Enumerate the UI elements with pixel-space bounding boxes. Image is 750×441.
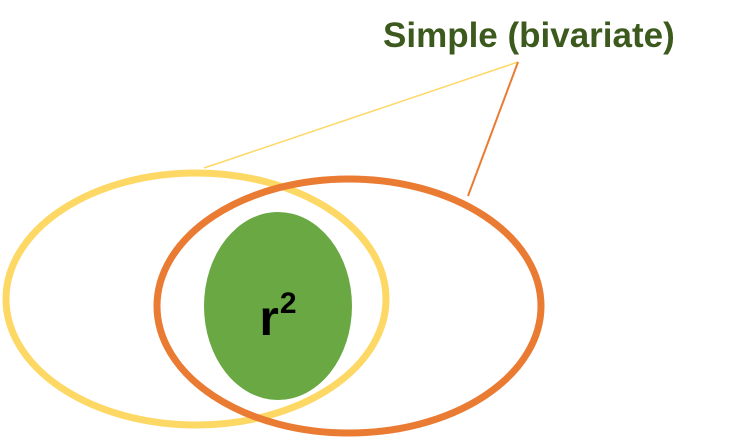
right-leader-line [467, 61, 519, 197]
left-leader-line [203, 61, 519, 169]
diagram-title: Simple (bivariate) [383, 16, 675, 55]
shared-variance-ellipse [204, 212, 352, 400]
r-squared-base: r [259, 290, 279, 346]
left-variable-ellipse [2, 169, 390, 429]
r-squared-label: r2 [243, 276, 313, 346]
r-squared-exponent: 2 [279, 287, 297, 320]
right-variable-ellipse [153, 175, 545, 437]
